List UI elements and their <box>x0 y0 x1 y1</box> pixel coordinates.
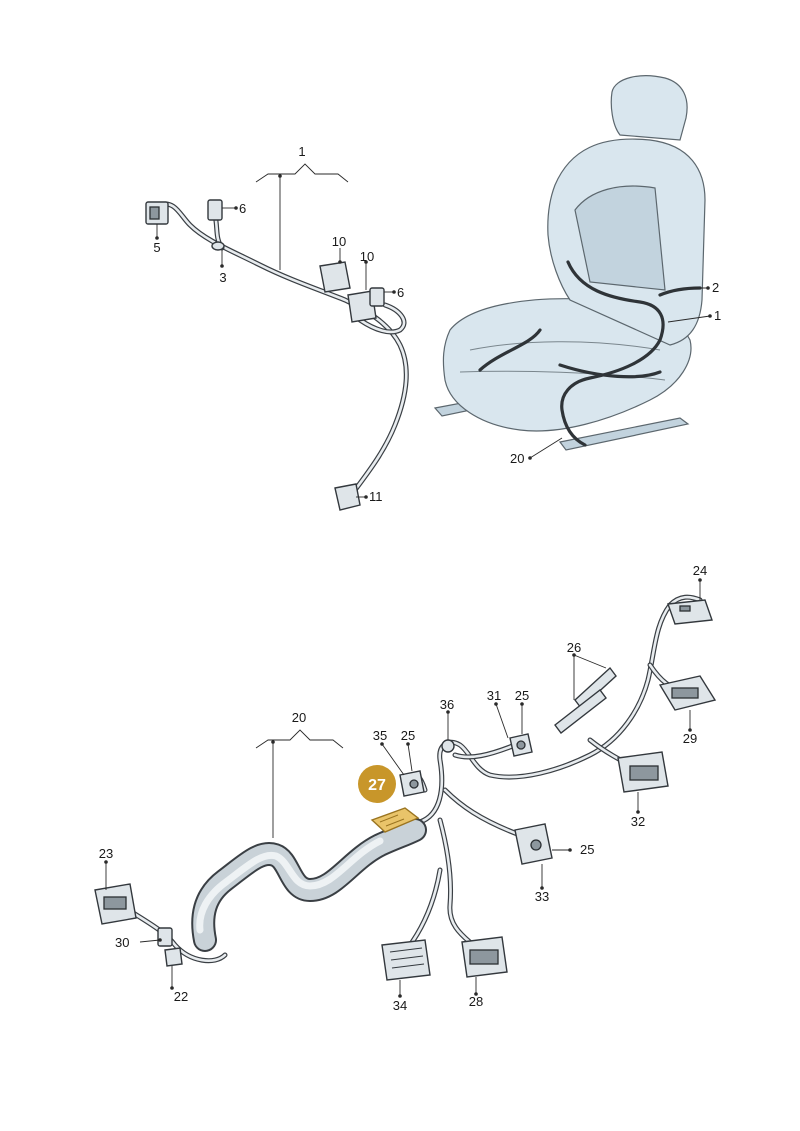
highlight-badge[interactable] <box>358 765 396 803</box>
callout-33: 33 <box>535 889 549 904</box>
callout-27[interactable]: 27 <box>368 777 386 794</box>
callout-10-a: 10 <box>332 234 346 249</box>
callout-26: 26 <box>567 640 581 655</box>
callout-22: 22 <box>174 989 188 1004</box>
harness-1-illustration <box>145 199 409 511</box>
harness-20-illustration <box>94 594 717 981</box>
callout-20-top: 20 <box>292 710 306 725</box>
part-27-highlight <box>370 807 420 833</box>
callout-11: 11 <box>369 489 383 504</box>
part-10-a <box>319 261 351 293</box>
callout-24: 24 <box>693 563 707 578</box>
callout-1-seat: 1 <box>714 308 721 323</box>
callout-29: 29 <box>683 731 697 746</box>
callout-25-b: 25 <box>515 688 529 703</box>
callout-28: 28 <box>469 994 483 1009</box>
clip-30 <box>157 927 173 947</box>
part-10-b <box>347 290 377 323</box>
clip-6-right <box>369 287 385 307</box>
clip-22 <box>164 947 183 967</box>
callout-30: 30 <box>115 935 129 950</box>
callout-2: 2 <box>712 280 719 295</box>
callout-34: 34 <box>393 998 407 1013</box>
callout-35: 35 <box>373 728 387 743</box>
callout-36: 36 <box>440 697 454 712</box>
callout-3: 3 <box>219 270 226 285</box>
callout-10-b: 10 <box>360 249 374 264</box>
callout-31: 31 <box>487 688 501 703</box>
clip-36 <box>441 739 455 753</box>
callout-6-top: 6 <box>239 201 246 216</box>
seat-illustration <box>433 75 706 451</box>
connector-11 <box>334 483 361 511</box>
callout-labels: 1 5 6 3 10 10 6 11 2 1 20 20 23 30 22 24… <box>99 144 721 1013</box>
callout-25-c: 25 <box>580 842 594 857</box>
connector-34 <box>381 939 431 981</box>
callout-5: 5 <box>153 240 160 255</box>
callout-32: 32 <box>631 814 645 829</box>
leaders-seat <box>528 286 712 460</box>
connector-24 <box>667 599 713 625</box>
leaders-bottom <box>104 578 702 998</box>
clip-3 <box>211 241 225 251</box>
callout-25-a: 25 <box>401 728 415 743</box>
part-26-b <box>554 689 607 734</box>
part-26-a <box>574 666 617 710</box>
callout-1-top: 1 <box>298 144 305 159</box>
clip-6-top <box>207 199 223 221</box>
leaders-top-left <box>155 163 396 499</box>
callout-6-right: 6 <box>397 285 404 300</box>
callout-23: 23 <box>99 846 113 861</box>
callout-20-seat: 20 <box>510 451 524 466</box>
